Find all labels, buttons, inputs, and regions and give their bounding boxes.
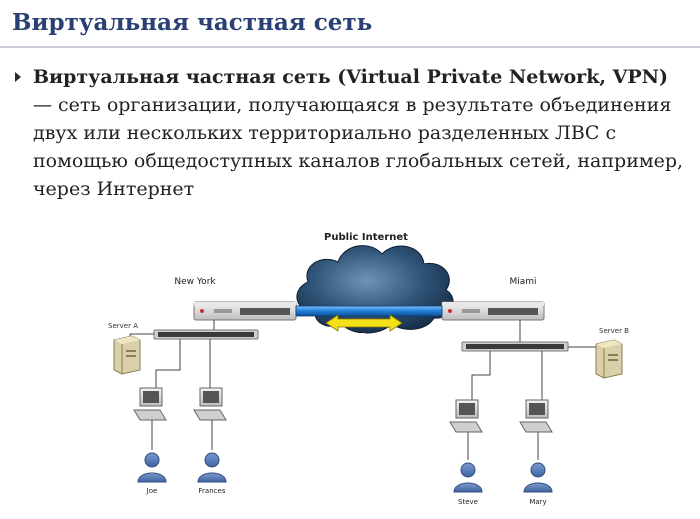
switch-right [461, 341, 569, 352]
bullet-arrow-icon [15, 72, 21, 82]
site-right-label: Miami [509, 277, 536, 287]
user-right-2-icon [523, 462, 553, 493]
server-right-label: Server B [599, 327, 629, 335]
bullet-term: Виртуальная частная сеть (Virtual Privat… [33, 66, 668, 88]
cloud-label: Public Internet [324, 232, 408, 243]
switch-left [153, 329, 259, 340]
user-left-1-icon [137, 452, 167, 483]
server-right-icon [595, 339, 623, 379]
user-right-1-icon [453, 462, 483, 493]
user-left-2-icon [197, 452, 227, 483]
network-cables [129, 320, 603, 460]
user-right-1-name: Steve [458, 498, 478, 506]
server-left-label: Server A [108, 322, 138, 330]
pc-right-2-icon [519, 399, 553, 433]
user-left-1-name: Joe [146, 487, 158, 495]
pc-left-1-icon [133, 387, 167, 421]
router-right [441, 301, 545, 321]
vpn-network-diagram: Public Internet New York Miami VPN Tunne… [108, 232, 629, 506]
site-left-label: New York [174, 277, 216, 287]
pc-left-2-icon [193, 387, 227, 421]
tunnel-label: VPN Tunnel [342, 332, 387, 340]
server-left-icon [113, 335, 141, 375]
user-left-2-name: Frances [199, 487, 226, 495]
user-right-2-name: Mary [529, 498, 546, 506]
bullet-paragraph: Виртуальная частная сеть (Virtual Privat… [33, 63, 693, 203]
router-left [193, 301, 297, 321]
bullet-definition: — сеть организации, получающаяся в резул… [33, 94, 684, 200]
slide-title: Виртуальная частная сеть [12, 9, 373, 36]
title-divider [0, 46, 700, 48]
vpn-tunnel [295, 305, 443, 332]
pc-right-1-icon [449, 399, 483, 433]
